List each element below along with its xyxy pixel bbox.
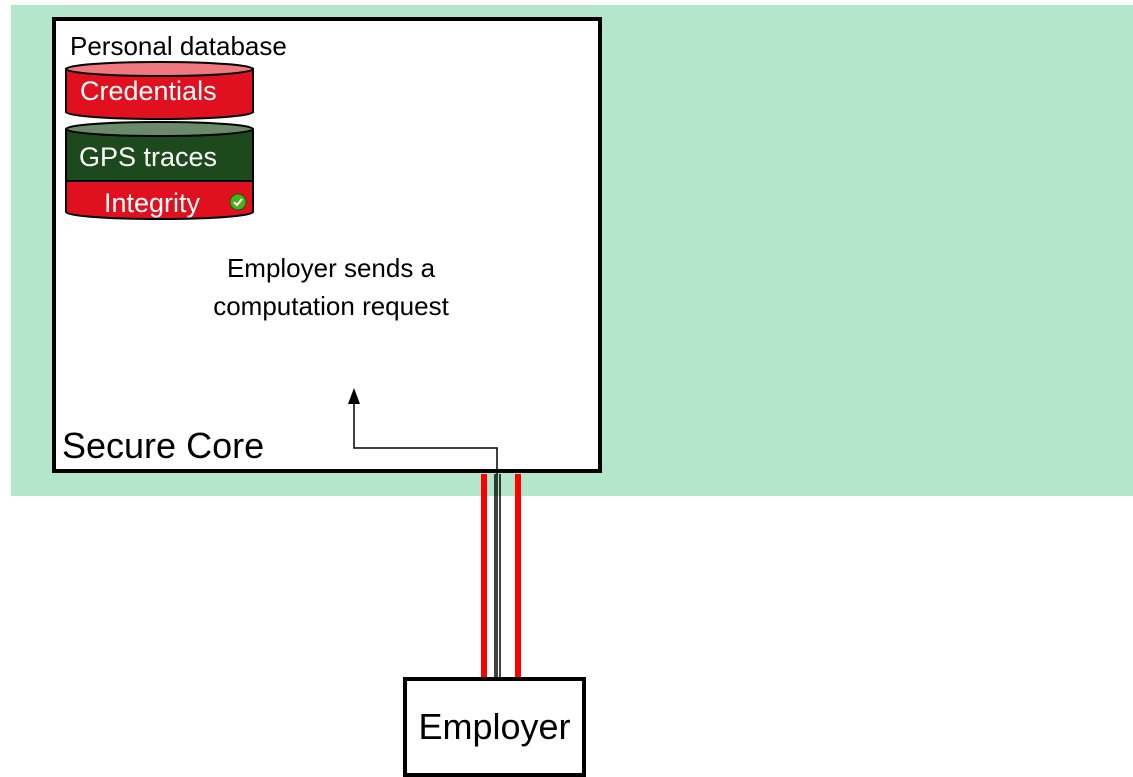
credentials-cylinder [65,61,254,120]
gps-traces-cylinder [65,121,254,220]
employer-label: Employer [418,706,571,747]
credentials-label: Credentials [80,76,217,106]
employer-box: Employer [403,677,586,777]
gps-traces-label: GPS traces [79,142,218,172]
integrity-label: Integrity [104,188,201,218]
communication-channel [481,474,521,677]
check-circle-icon [229,193,247,211]
request-arrow [348,388,498,677]
secure-core-label: Secure Core [62,425,265,466]
personal-database-title: Personal database [70,31,287,61]
request-description: Employer sends a computation request [213,253,449,321]
